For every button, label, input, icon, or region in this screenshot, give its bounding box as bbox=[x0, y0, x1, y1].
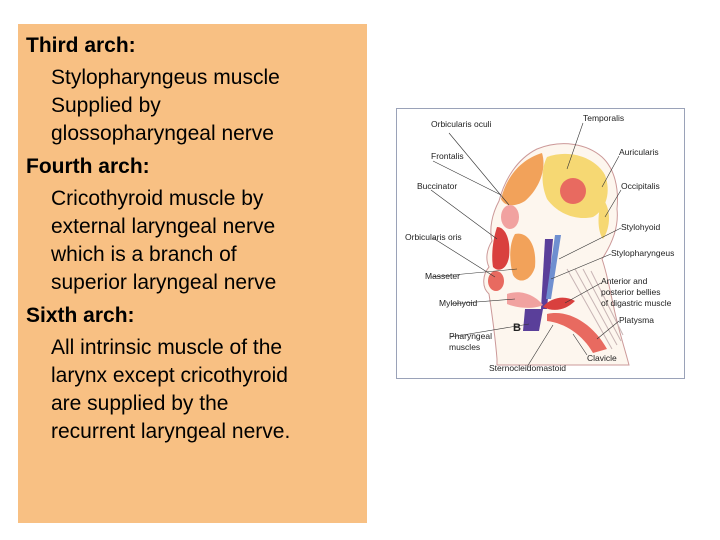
stylohyoid-muscle bbox=[546, 235, 561, 299]
arch-heading: Fourth arch: bbox=[26, 155, 150, 178]
label-pharyngeal-line1: Pharyngeal bbox=[449, 331, 492, 341]
label-digastric-line1: Anterior and bbox=[601, 276, 648, 286]
panel-letter: B bbox=[513, 322, 521, 334]
orbicularis-oculi bbox=[501, 205, 519, 229]
label-sternocleidomastoid: Sternocleidomastoid bbox=[489, 363, 566, 373]
label-mylohyoid: Mylohyoid bbox=[439, 298, 478, 308]
platysma-muscle bbox=[566, 268, 624, 350]
label-clavicle: Clavicle bbox=[587, 353, 617, 363]
label-stylopharyngeus: Stylopharyngeus bbox=[611, 248, 674, 258]
label-digastric-line3: of digastric muscle bbox=[601, 298, 672, 308]
arch-heading: Third arch: bbox=[26, 34, 136, 57]
arch-description: All intrinsic muscle of the larynx excep… bbox=[51, 336, 291, 443]
label-masseter: Masseter bbox=[425, 271, 460, 281]
temporalis-core bbox=[560, 178, 586, 204]
label-occipitalis: Occipitalis bbox=[621, 181, 660, 191]
orbicularis-oris bbox=[488, 271, 504, 291]
arch-section-third: Third arch: Stylopharyngeus muscle Suppl… bbox=[26, 32, 361, 148]
label-frontalis: Frontalis bbox=[431, 151, 464, 161]
label-orbicularis-oris: Orbicularis oris bbox=[405, 232, 462, 242]
label-temporalis: Temporalis bbox=[583, 113, 624, 123]
text-panel: Third arch: Stylopharyngeus muscle Suppl… bbox=[18, 24, 367, 523]
leader-lines bbox=[430, 122, 622, 368]
arch-section-fourth: Fourth arch: Cricothyroid muscle by exte… bbox=[26, 153, 361, 297]
occipitalis-muscle bbox=[598, 199, 609, 239]
frontalis-muscle bbox=[501, 153, 544, 206]
label-platysma: Platysma bbox=[619, 315, 654, 325]
pharyngeal-muscles bbox=[523, 309, 543, 331]
mylohyoid-muscle bbox=[507, 292, 543, 308]
arch-heading: Sixth arch: bbox=[26, 304, 135, 327]
arch-description: Cricothyroid muscle by external laryngea… bbox=[51, 187, 277, 294]
label-digastric-line2: posterior bellies bbox=[601, 287, 661, 297]
label-orbicularis-oculi: Orbicularis oculi bbox=[431, 119, 492, 129]
buccinator-muscle bbox=[492, 227, 510, 270]
label-auricularis: Auricularis bbox=[619, 147, 659, 157]
label-stylohyoid: Stylohyoid bbox=[621, 222, 660, 232]
arch-section-sixth: Sixth arch: All intrinsic muscle of the … bbox=[26, 302, 361, 446]
digastric-muscle bbox=[543, 297, 575, 310]
sternocleidomastoid-muscle bbox=[547, 313, 607, 353]
anatomy-illustration: Orbicularis oculi Temporalis Frontalis A… bbox=[405, 113, 674, 373]
label-buccinator: Buccinator bbox=[417, 181, 457, 191]
arch-description: Stylopharyngeus muscle Supplied by gloss… bbox=[51, 66, 280, 145]
head-muscles-figure: Orbicularis oculi Temporalis Frontalis A… bbox=[396, 108, 685, 379]
label-pharyngeal-line2: muscles bbox=[449, 342, 480, 352]
stylopharyngeus-muscle bbox=[541, 239, 553, 309]
